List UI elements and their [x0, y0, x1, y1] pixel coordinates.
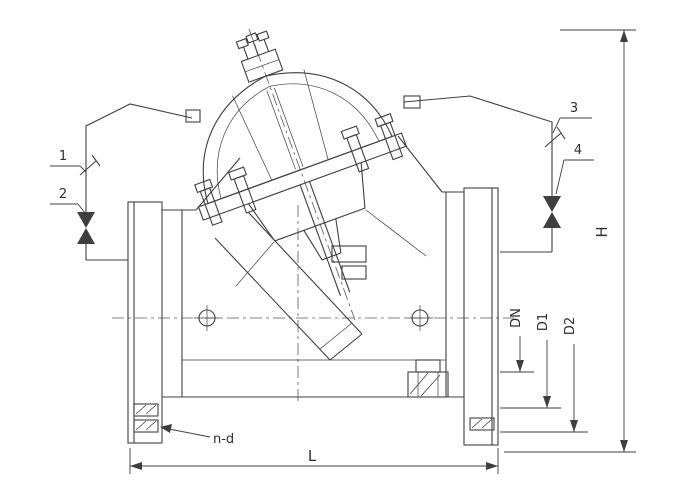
- callout-1-label: 1: [59, 149, 67, 164]
- pilot-valve-1: [79, 154, 101, 176]
- pilot-piping-left: [77, 103, 201, 261]
- seat-channel: [214, 209, 427, 361]
- pilot-manifold: [331, 245, 367, 280]
- dim-D2-label: D2: [563, 317, 578, 335]
- drain-plug: [407, 359, 449, 398]
- right-flange: [445, 187, 499, 446]
- dim-L-label: L: [308, 447, 317, 465]
- callout-4-label: 4: [574, 143, 582, 158]
- dim-DN: DN: [500, 308, 534, 373]
- callouts: 1 2 3 4: [50, 101, 594, 214]
- callout-3-label: 3: [570, 101, 578, 116]
- pilot-valve-2: [77, 212, 95, 244]
- flange-bolt-hole-left: [194, 305, 220, 331]
- pilot-valve-3: [544, 126, 566, 148]
- flange-bolt-section-right: [469, 417, 495, 431]
- pilot-valve-4: [543, 196, 561, 228]
- bonnet-flange: [194, 113, 407, 226]
- top-boss: [235, 30, 284, 83]
- pilot-piping-right: [403, 95, 566, 253]
- dimensions: H L DN D1 D2: [129, 29, 636, 474]
- valve-stem: [266, 87, 351, 296]
- callout-2-label: 2: [59, 187, 67, 202]
- flange-bolt-section-left: [133, 403, 159, 433]
- flange-bolt-hole-right: [407, 305, 433, 331]
- left-flange: [127, 201, 183, 444]
- dim-L: L: [129, 447, 499, 474]
- diaphragm-actuator: [194, 30, 407, 296]
- body-outline: [162, 135, 464, 398]
- dim-D1-label: D1: [536, 313, 551, 331]
- centerlines: [112, 28, 514, 404]
- valve-body: [127, 135, 499, 446]
- dim-D2: D2: [500, 317, 588, 433]
- tube-fitting: [403, 95, 421, 109]
- tube-fitting: [185, 109, 201, 123]
- bonnet: [247, 162, 366, 261]
- dim-D1: D1: [500, 313, 561, 409]
- dim-nd: n-d: [160, 424, 234, 447]
- dim-H: H: [504, 29, 636, 453]
- dim-H-label: H: [593, 226, 611, 237]
- dim-DN-label: DN: [509, 308, 524, 328]
- dim-nd-label: n-d: [213, 432, 234, 447]
